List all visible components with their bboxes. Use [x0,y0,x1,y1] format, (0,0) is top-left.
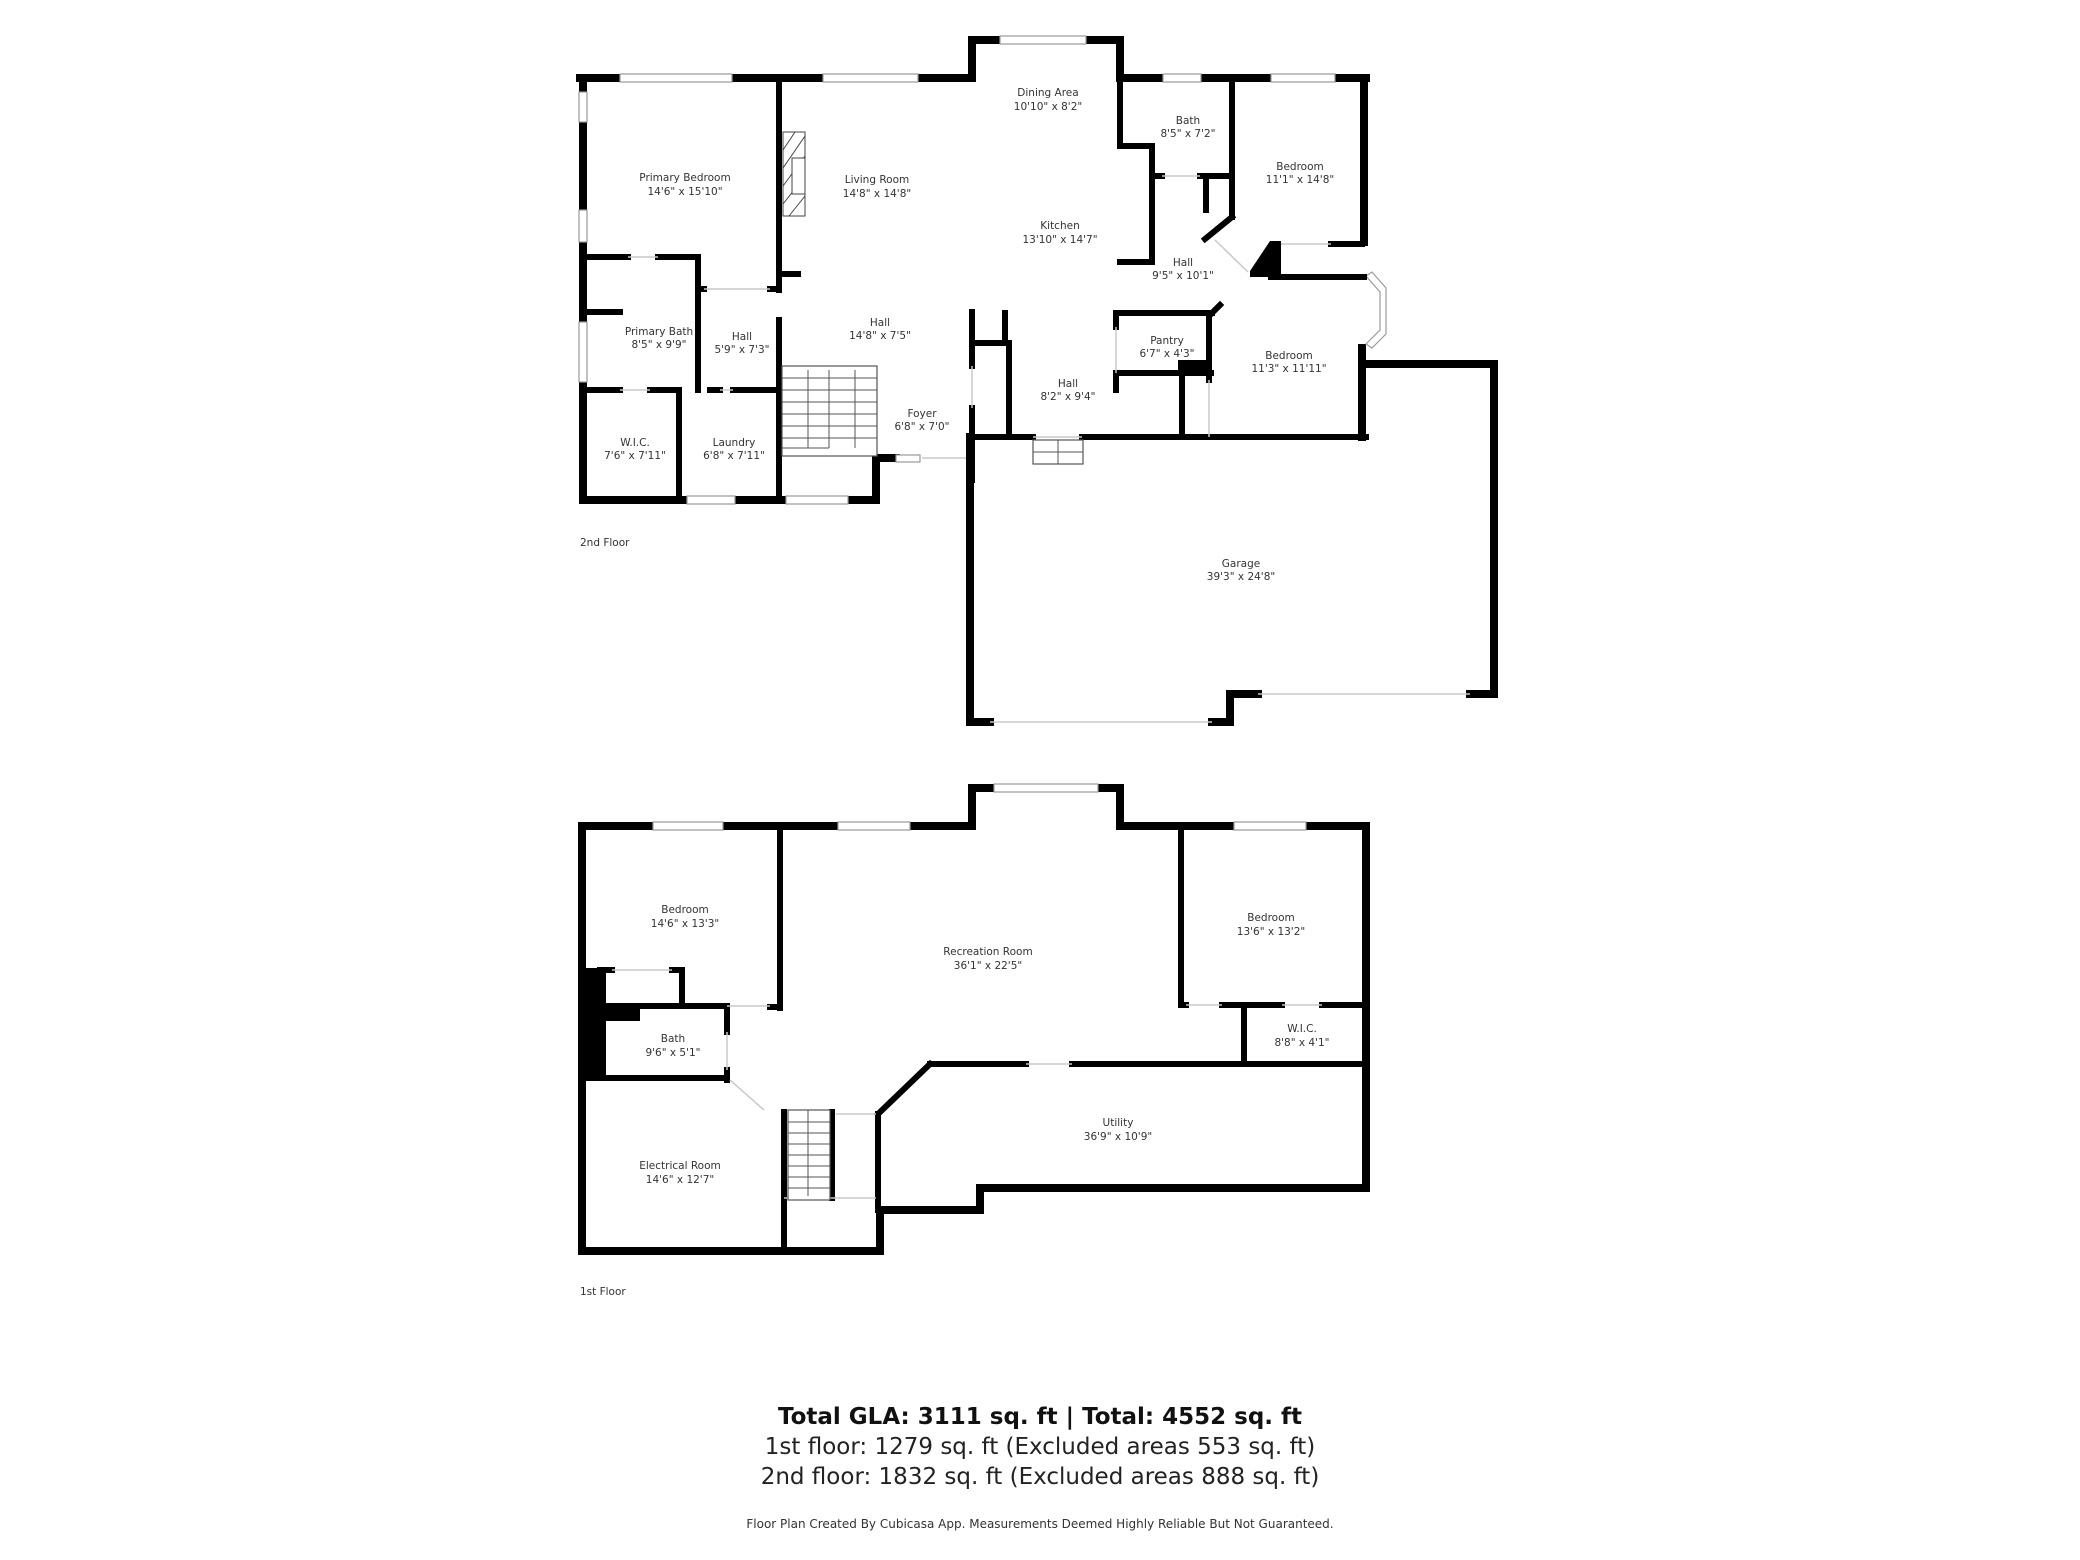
room-dims: 6'8" x 7'0" [894,421,949,433]
first-floor-plan: Bedroom 14'6" x 13'3" Recreation Room 36… [578,783,1370,1298]
disclaimer: Floor Plan Created By Cubicasa App. Meas… [746,1517,1334,1531]
staircase-lower [787,1109,831,1201]
room-name: Dining Area [1017,87,1078,99]
room-dims: 14'8" x 14'8" [843,188,911,200]
first-floor-windows [652,783,1307,831]
room-dims: 14'8" x 7'5" [849,330,911,342]
room-name: Bedroom [661,904,709,916]
second-floor-room-labels: Primary Bedroom 14'6" x 15'10" Living Ro… [604,87,1334,583]
room-name: Hall [732,331,752,343]
first-floor-room-labels: Bedroom 14'6" x 13'3" Recreation Room 36… [639,904,1329,1186]
room-dims: 14'6" x 13'3" [651,918,719,930]
room-dims: 14'6" x 15'10" [647,186,722,198]
room-name: Primary Bedroom [639,172,730,184]
room-name: W.I.C. [1287,1023,1317,1035]
room-dims: 10'10" x 8'2" [1014,101,1082,113]
room-name: Bath [1176,115,1200,127]
room-dims: 6'7" x 4'3" [1139,348,1194,360]
room-dims: 8'2" x 9'4" [1040,391,1095,403]
room-dims: 36'1" x 22'5" [954,960,1022,972]
room-name: Hall [870,317,890,329]
room-name: Electrical Room [639,1160,721,1172]
room-name: Recreation Room [943,946,1032,958]
garage-walls [966,360,1498,726]
room-dims: 13'10" x 14'7" [1022,234,1097,246]
room-dims: 36'9" x 10'9" [1084,1131,1152,1143]
floor-label-first: 1st Floor [580,1286,626,1298]
room-name: Hall [1058,378,1078,390]
room-name: Primary Bath [625,326,693,338]
room-name: Bedroom [1247,912,1295,924]
second-floor-interior-walls [580,75,1369,503]
room-name: Bedroom [1276,161,1324,173]
room-dims: 9'6" x 5'1" [645,1047,700,1059]
room-name: Pantry [1150,335,1184,347]
second-floor-windows [578,35,1387,505]
room-dims: 7'6" x 7'11" [604,450,666,462]
room-name: Garage [1222,558,1260,570]
room-dims: 9'5" x 10'1" [1152,270,1214,282]
staircase-upper [781,365,878,457]
room-dims: 14'6" x 12'7" [646,1174,714,1186]
second-floor-area: 2nd floor: 1832 sq. ft (Excluded areas 8… [760,1464,1320,1490]
first-floor-area: 1st floor: 1279 sq. ft (Excluded areas 5… [764,1434,1316,1460]
second-floor-plan: Primary Bedroom 14'6" x 15'10" Living Ro… [576,35,1498,726]
room-name: Bath [661,1033,685,1045]
room-dims: 8'5" x 7'2" [1160,128,1215,140]
total-area: Total GLA: 3111 sq. ft | Total: 4552 sq.… [777,1404,1303,1430]
room-name: Kitchen [1040,220,1079,232]
entry-steps [1032,439,1084,465]
room-name: Foyer [907,408,937,420]
room-name: Utility [1103,1117,1134,1129]
room-dims: 11'1" x 14'8" [1266,174,1334,186]
room-name: Bedroom [1265,350,1313,362]
second-floor-doorways [620,175,1331,459]
room-name: Hall [1173,257,1193,269]
room-name: W.I.C. [620,437,650,449]
mechanical-chase-block [582,968,640,1078]
room-dims: 8'8" x 4'1" [1274,1037,1329,1049]
room-dims: 6'8" x 7'11" [703,450,765,462]
pantry-wall-block [1178,360,1212,376]
fireplace [782,131,806,217]
room-dims: 5'9" x 7'3" [714,344,769,356]
room-dims: 39'3" x 24'8" [1207,571,1275,583]
room-name: Laundry [713,437,756,449]
floor-label-second: 2nd Floor [580,537,630,549]
room-dims: 11'3" x 11'11" [1251,363,1326,375]
closet-wall-block [1250,241,1281,277]
room-name: Living Room [845,174,909,186]
room-dims: 13'6" x 13'2" [1237,926,1305,938]
area-summary: Total GLA: 3111 sq. ft | Total: 4552 sq.… [0,1402,2080,1492]
room-dims: 8'5" x 9'9" [631,339,686,351]
